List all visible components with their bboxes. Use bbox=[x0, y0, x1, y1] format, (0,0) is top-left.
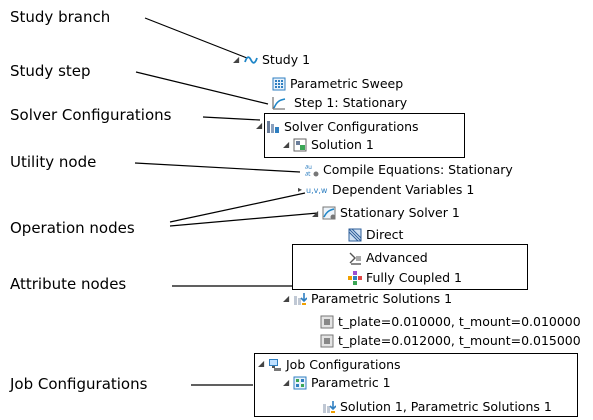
tree-label-direct: Direct bbox=[366, 227, 404, 242]
expander-solver-configurations[interactable]: ◢ bbox=[256, 121, 263, 130]
callout-study-branch: Study branch bbox=[10, 8, 111, 26]
tree-node-solution-param-solutions[interactable]: Solution 1, Parametric Solutions 1 bbox=[322, 399, 552, 415]
tree-label-solution-param-solutions: Solution 1, Parametric Solutions 1 bbox=[340, 399, 552, 414]
tree-label-dependent-variables: Dependent Variables 1 bbox=[332, 182, 475, 197]
tree-label-step1: Step 1: Stationary bbox=[294, 95, 408, 110]
svg-text:∂u: ∂u bbox=[305, 164, 312, 171]
svg-text:∂t: ∂t bbox=[305, 171, 311, 177]
advanced-icon bbox=[348, 251, 362, 265]
fully-coupled-icon bbox=[348, 271, 362, 285]
tree-node-dependent-variables[interactable]: u,v,w Dependent Variables 1 bbox=[306, 182, 474, 198]
parametric-solutions-icon bbox=[293, 292, 307, 306]
tree-label-advanced: Advanced bbox=[366, 250, 428, 265]
tree-label-stationary-solver: Stationary Solver 1 bbox=[340, 205, 460, 220]
leader-operation-nodes-1 bbox=[169, 192, 306, 223]
tree-node-parametric-sweep[interactable]: Parametric Sweep bbox=[272, 76, 403, 92]
tree-label-job-configurations: Job Configurations bbox=[286, 357, 401, 372]
tree-node-advanced[interactable]: Advanced bbox=[348, 250, 428, 266]
solution-icon bbox=[293, 138, 307, 152]
dependent-variables-icon: u,v,w bbox=[306, 183, 328, 197]
leader-study-step bbox=[135, 71, 269, 105]
tree-node-compile-equations[interactable]: ∂u∂t Compile Equations: Stationary bbox=[305, 162, 513, 178]
callout-solver-configurations: Solver Configurations bbox=[10, 106, 172, 124]
expander-dependent-variables[interactable]: ▸ bbox=[298, 185, 303, 194]
tree-node-solver-configurations[interactable]: Solver Configurations bbox=[266, 119, 419, 135]
expander-study[interactable]: ◢ bbox=[233, 55, 240, 64]
leader-study-branch bbox=[144, 17, 248, 59]
svg-text:u,v,w: u,v,w bbox=[306, 186, 328, 195]
attribute-nodes-box bbox=[292, 244, 528, 290]
solution-item-icon bbox=[320, 315, 334, 329]
callout-utility-node: Utility node bbox=[10, 153, 97, 171]
job-configurations-icon bbox=[268, 358, 282, 372]
tree-label-param-solution-b: t_plate=0.012000, t_mount=0.015000 bbox=[338, 333, 581, 348]
tree-label-solution1: Solution 1 bbox=[311, 137, 374, 152]
tree-label-study: Study 1 bbox=[262, 52, 311, 67]
parametric-solutions-icon bbox=[322, 400, 336, 414]
callout-attribute-nodes: Attribute nodes bbox=[10, 275, 127, 293]
expander-stationary-solver[interactable]: ◢ bbox=[312, 209, 319, 218]
solver-configurations-icon bbox=[266, 120, 280, 134]
parametric-job-icon bbox=[293, 376, 307, 390]
expander-parametric-solutions[interactable]: ◢ bbox=[283, 294, 290, 303]
tree-node-job-configurations[interactable]: Job Configurations bbox=[268, 357, 401, 373]
expander-parametric1[interactable]: ◢ bbox=[283, 378, 290, 387]
expander-solution1[interactable]: ◢ bbox=[283, 140, 290, 149]
tree-node-stationary-solver[interactable]: Stationary Solver 1 bbox=[322, 205, 460, 221]
tree-label-parametric-sweep: Parametric Sweep bbox=[290, 76, 404, 91]
solver-configurations-box bbox=[264, 113, 465, 158]
direct-icon bbox=[348, 228, 362, 242]
tree-node-direct[interactable]: Direct bbox=[348, 227, 403, 243]
tree-node-step1[interactable]: Step 1: Stationary bbox=[272, 95, 407, 111]
leader-operation-nodes-2 bbox=[169, 212, 319, 227]
tree-label-parametric1: Parametric 1 bbox=[311, 375, 391, 390]
tree-label-param-solution-a: t_plate=0.010000, t_mount=0.010000 bbox=[338, 314, 581, 329]
parametric-sweep-icon bbox=[272, 77, 286, 91]
study-icon bbox=[244, 53, 258, 67]
callout-operation-nodes: Operation nodes bbox=[10, 219, 135, 237]
leader-solver-configurations bbox=[202, 116, 261, 121]
tree-node-param-solution-a[interactable]: t_plate=0.010000, t_mount=0.010000 bbox=[320, 314, 581, 330]
tree-label-parametric-solutions: Parametric Solutions 1 bbox=[311, 291, 453, 306]
solution-item-icon bbox=[320, 334, 334, 348]
tree-label-fully-coupled: Fully Coupled 1 bbox=[366, 270, 463, 285]
tree-node-solution1[interactable]: Solution 1 bbox=[293, 137, 374, 153]
expander-job-configurations[interactable]: ◢ bbox=[258, 359, 265, 368]
tree-node-param-solution-b[interactable]: t_plate=0.012000, t_mount=0.015000 bbox=[320, 333, 581, 349]
tree-label-solver-configurations: Solver Configurations bbox=[284, 119, 419, 134]
callout-study-step: Study step bbox=[10, 62, 91, 80]
leader-utility-node bbox=[134, 162, 301, 173]
stationary-step-icon bbox=[272, 96, 286, 110]
tree-node-parametric1[interactable]: Parametric 1 bbox=[293, 375, 391, 391]
callout-job-configurations: Job Configurations bbox=[10, 375, 148, 393]
stationary-solver-icon bbox=[322, 206, 336, 220]
tree-node-study[interactable]: Study 1 bbox=[244, 52, 310, 68]
tree-label-compile-equations: Compile Equations: Stationary bbox=[323, 162, 513, 177]
tree-node-parametric-solutions[interactable]: Parametric Solutions 1 bbox=[293, 291, 452, 307]
compile-equations-icon: ∂u∂t bbox=[305, 163, 319, 177]
tree-node-fully-coupled[interactable]: Fully Coupled 1 bbox=[348, 270, 462, 286]
job-configurations-box bbox=[254, 353, 578, 417]
